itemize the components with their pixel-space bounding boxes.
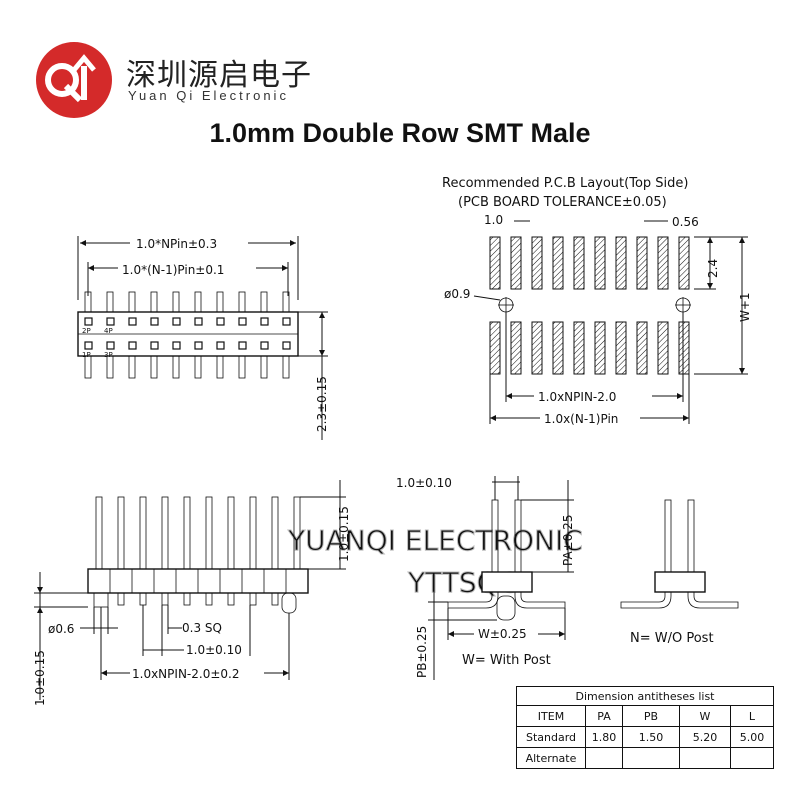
table-header-cell: PA [585,705,623,727]
table-row: Standard 1.80 1.50 5.20 5.00 [516,726,774,748]
top-dim-n1pin: 1.0*(N-1)Pin±0.1 [122,263,224,277]
brand-name-en: Yuan Qi Electronic [128,88,289,103]
side-view-without-post: N= W/O Post [620,499,739,646]
front-dim-post: ø0.6 [48,622,74,636]
page-title: 1.0mm Double Row SMT Male [209,118,591,148]
brand-logo-icon [36,42,112,118]
pcb-dim-n1pin: 1.0x(N-1)Pin [544,412,618,426]
side-dim-pitch: 1.0±0.10 [396,476,452,490]
top-pin-label-3p: 3P [104,351,113,359]
watermark-line1: YUANQI ELECTRONIC [287,524,583,557]
pcb-dim-pad-len: 2.4 [706,259,720,278]
side-dim-w: W±0.25 [478,627,527,641]
label-with-post: W= With Post [462,653,551,668]
pcb-layout: Recommended P.C.B Layout(Top Side) (PCB … [442,176,752,426]
label-without-post: N= W/O Post [630,631,714,646]
side-view-with-post: 1.0±0.10 PA±0.25 PB±0.25 W±0.25 W= With … [396,476,575,680]
pcb-dim-npin: 1.0xNPIN-2.0 [538,390,616,404]
table-cell [622,747,680,769]
pcb-dim-w: W+1 [738,292,752,322]
table-header-cell: W [679,705,731,727]
table-cell [679,747,731,769]
table-cell [585,747,623,769]
table-cell: 1.80 [585,726,623,748]
top-view: 1.0*NPin±0.3 1.0*(N-1)Pin±0.1 [77,236,329,440]
front-dim-left: 1.0±0.15 [33,650,47,706]
top-dim-npin: 1.0*NPin±0.3 [136,237,217,251]
top-pin-label-2p: 2P [82,327,91,335]
top-pin-label-1p: 1P [82,351,91,359]
pcb-subheading: (PCB BOARD TOLERANCE±0.05) [458,195,667,210]
side-dim-pa: PA±0.25 [561,515,575,566]
table-cell: Standard [516,726,586,748]
table-header-cell: L [730,705,774,727]
front-dim-npin: 1.0xNPIN-2.0±0.2 [132,667,239,681]
top-pin-label-4p: 4P [104,327,113,335]
dimension-table: Dimension antitheses list ITEM PA PB W L… [516,686,774,769]
table-cell: Alternate [516,747,586,769]
pcb-dim-pad-width: 0.56 [672,215,699,229]
table-cell: 5.00 [730,726,774,748]
table-cell: 5.20 [679,726,731,748]
front-view: 1.0±0.15 1.0±0.15 ø0.6 0.3 SQ 1.0±0.10 1… [33,480,351,706]
table-header-cell: PB [622,705,680,727]
table-cell: 1.50 [622,726,680,748]
pcb-dim-hole: ø0.9 [444,287,470,301]
pcb-dim-pitch: 1.0 [484,213,503,227]
side-dim-pb: PB±0.25 [415,626,429,678]
table-row: Alternate [516,747,774,769]
table-cell [730,747,774,769]
top-dim-height: 2.3±0.15 [315,376,329,432]
front-dim-pitch: 1.0±0.10 [186,643,242,657]
table-header-cell: ITEM [516,705,586,727]
table-caption: Dimension antitheses list [516,686,774,706]
table-header-row: ITEM PA PB W L [516,705,774,727]
pcb-heading: Recommended P.C.B Layout(Top Side) [442,176,688,191]
front-dim-pin-len: 1.0±0.15 [337,506,351,562]
brand-name-cn: 深圳源启电子 [126,58,312,93]
front-dim-sq: 0.3 SQ [182,621,222,635]
